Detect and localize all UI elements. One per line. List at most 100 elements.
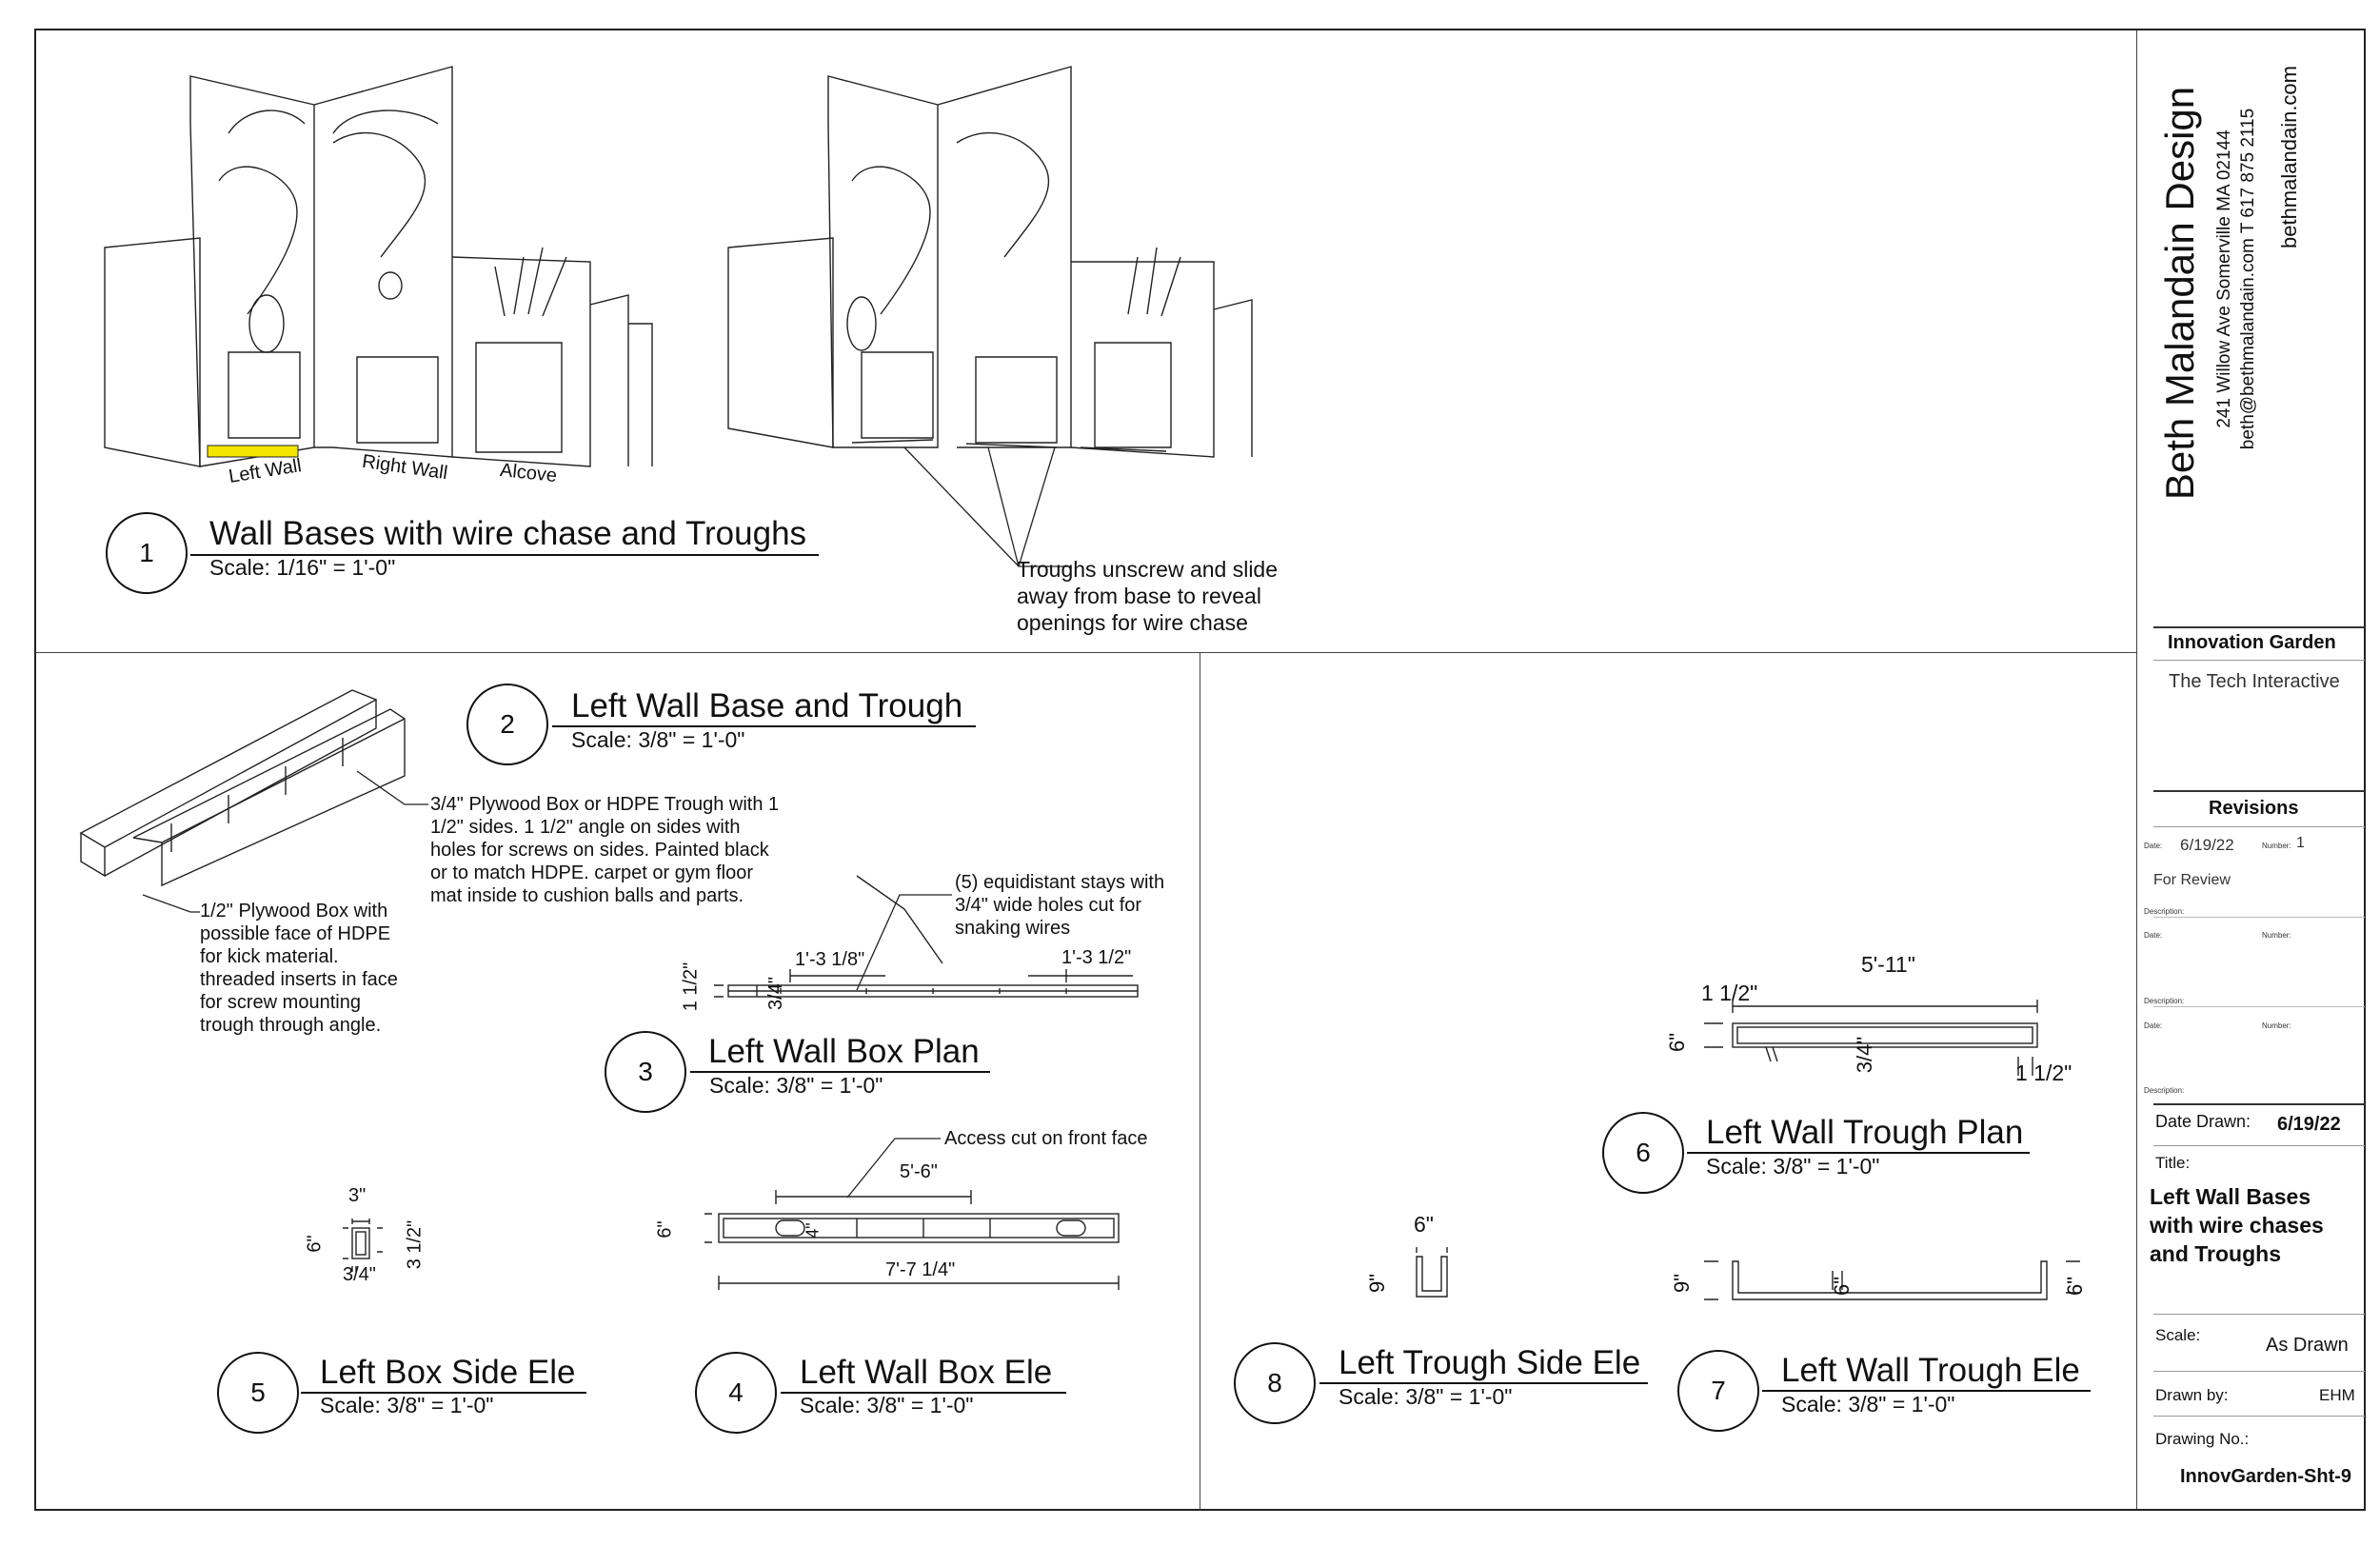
note-stays: (5) equidistant stays with 3/4" wide hol… bbox=[955, 872, 1165, 939]
project-name: Innovation Garden bbox=[2168, 632, 2336, 653]
dim-side-h: 6" bbox=[304, 1235, 326, 1253]
detail-2-underline bbox=[552, 725, 976, 727]
detail-7-number: 7 bbox=[1711, 1376, 1726, 1405]
rev-date: 6/19/22 bbox=[2180, 836, 2234, 854]
dim-box-plan-a: 1'-3 1/8" bbox=[795, 949, 865, 970]
detail-1-scale: Scale: 1/16" = 1'-0" bbox=[209, 555, 396, 580]
stays-leader bbox=[856, 894, 952, 991]
detail-2-scale: Scale: 3/8" = 1'-0" bbox=[571, 727, 745, 752]
detail-8-underline bbox=[1319, 1382, 1648, 1384]
box-elevation-drawing bbox=[704, 1190, 1120, 1290]
box-trough-isometric bbox=[79, 689, 406, 887]
dim-trough-plan-side: 1 1/2" bbox=[1701, 981, 1758, 1005]
tb-rule-3 bbox=[2153, 790, 2365, 792]
title-label: Title: bbox=[2155, 1154, 2191, 1172]
tb-rule-6 bbox=[2153, 1006, 2365, 1007]
detail-8-scale: Scale: 3/8" = 1'-0" bbox=[1339, 1384, 1513, 1409]
note-troughs: Troughs unscrew and slide away from base… bbox=[1017, 557, 1279, 635]
firm-website: bethmalandain.com bbox=[2277, 66, 2301, 249]
dim-trough-plan-h: 6" bbox=[1665, 1032, 1690, 1053]
dim-box-ele-length: 5'-6" bbox=[900, 1161, 938, 1182]
tb-rule-11 bbox=[2153, 1416, 2365, 1417]
detail-6-bubble: 6 bbox=[1602, 1112, 1684, 1194]
number-label-3: Number: bbox=[2262, 1021, 2291, 1030]
date-drawn: 6/19/22 bbox=[2277, 1114, 2341, 1135]
scale-label: Scale: bbox=[2155, 1326, 2201, 1344]
note-half-plywood: 1/2" Plywood Box with possible face of H… bbox=[200, 901, 398, 1036]
drawn-by-label: Drawn by: bbox=[2155, 1386, 2229, 1404]
trough-elevation-drawing bbox=[1704, 1260, 2080, 1300]
detail-4-title: Left Wall Box Ele bbox=[800, 1354, 1053, 1391]
tb-rule-4 bbox=[2153, 826, 2365, 827]
tb-rule-8 bbox=[2153, 1145, 2365, 1146]
dim-trough-plan-t: 3/4" bbox=[1853, 1036, 1877, 1074]
tb-rule-1 bbox=[2153, 626, 2365, 628]
detail-5-scale: Scale: 3/8" = 1'-0" bbox=[320, 1393, 494, 1417]
detail-4-underline bbox=[781, 1392, 1066, 1394]
revisions-heading: Revisions bbox=[2209, 798, 2299, 819]
dim-box-plan-d: 3/4" bbox=[764, 977, 786, 1010]
wall-bases-perspective-right bbox=[727, 66, 1253, 458]
dim-box-plan-b: 1'-3 1/2" bbox=[1061, 947, 1132, 968]
detail-7-bubble: 7 bbox=[1677, 1350, 1759, 1432]
detail-4-scale: Scale: 3/8" = 1'-0" bbox=[800, 1393, 974, 1417]
detail-1-title: Wall Bases with wire chase and Troughs bbox=[209, 515, 807, 552]
detail-6-scale: Scale: 3/8" = 1'-0" bbox=[1706, 1154, 1880, 1179]
firm-name: Beth Malandain Design bbox=[2157, 86, 2202, 501]
dim-trough-plan-r: 1 1/2" bbox=[2015, 1060, 2073, 1085]
note-plywood-box: 3/4" Plywood Box or HDPE Trough with 1 1… bbox=[430, 794, 780, 906]
wall-bases-perspective-left bbox=[104, 66, 653, 467]
trough-side-drawing bbox=[1416, 1247, 1448, 1298]
detail-4-number: 4 bbox=[728, 1378, 744, 1407]
desc-label-3: Description: bbox=[2144, 1086, 2185, 1095]
drawing-no: InnovGarden-Sht-9 bbox=[2180, 1466, 2352, 1487]
client-name: The Tech Interactive bbox=[2169, 671, 2340, 692]
title-block-firm-group: Beth Malandain Design 241 Willow Ave Som… bbox=[2157, 57, 2351, 533]
dim-side-w: 3" bbox=[348, 1185, 367, 1206]
sheet-border bbox=[34, 29, 2366, 1511]
detail-6-underline bbox=[1687, 1152, 2030, 1154]
detail-8-bubble: 8 bbox=[1234, 1342, 1316, 1424]
detail-6-title: Left Wall Trough Plan bbox=[1706, 1114, 2024, 1151]
detail-7-underline bbox=[1762, 1390, 2091, 1392]
note-access-cut: Access cut on front face bbox=[944, 1128, 1148, 1149]
box-plan-drawing bbox=[714, 875, 1139, 998]
trough-plan-drawing bbox=[1704, 1000, 2038, 1076]
detail-5-underline bbox=[301, 1392, 586, 1394]
tb-rule-5 bbox=[2153, 917, 2365, 918]
detail-8-title: Left Trough Side Ele bbox=[1339, 1344, 1641, 1381]
dim-box-plan-c: 1 1/2" bbox=[680, 961, 702, 1012]
dim-trough-ele-r: 6" bbox=[2063, 1276, 2088, 1297]
desc-label-2: Description: bbox=[2144, 997, 2185, 1005]
dim-trough-ele-h: 9" bbox=[1670, 1273, 1695, 1294]
rev-date-label: Date: bbox=[2144, 842, 2163, 850]
title-block-divider bbox=[2136, 30, 2137, 1509]
dim-box-ele-inner: 4" bbox=[803, 1222, 823, 1239]
detail-2-leaders bbox=[142, 770, 428, 913]
date-label-2: Date: bbox=[2144, 931, 2163, 940]
detail-3-underline bbox=[690, 1071, 990, 1073]
number-label-2: Number: bbox=[2262, 931, 2291, 940]
rev-number-label: Number: bbox=[2262, 842, 2291, 850]
detail-1-number: 1 bbox=[139, 538, 154, 567]
detail-1-underline bbox=[190, 554, 819, 556]
desc-label-1: Description: bbox=[2144, 907, 2185, 916]
date-drawn-label: Date Drawn: bbox=[2155, 1112, 2251, 1131]
detail-7-title: Left Wall Trough Ele bbox=[1781, 1352, 2080, 1389]
scale-value: As Drawn bbox=[2266, 1335, 2349, 1356]
tb-rule-10 bbox=[2153, 1371, 2365, 1372]
panel-divider-horizontal bbox=[35, 652, 2136, 653]
dim-trough-plan-len: 5'-11" bbox=[1861, 952, 1915, 977]
left-wall-base-highlight bbox=[207, 445, 299, 458]
firm-address: 241 Willow Ave Somerville MA 02144 bbox=[2214, 129, 2234, 428]
date-label-3: Date: bbox=[2144, 1021, 2163, 1030]
rev-description: For Review bbox=[2153, 872, 2231, 888]
detail-5-title: Left Box Side Ele bbox=[320, 1354, 576, 1391]
detail-2-bubble: 2 bbox=[466, 684, 548, 765]
tb-rule-9 bbox=[2153, 1314, 2365, 1315]
detail-1-bubble: 1 bbox=[106, 512, 188, 594]
detail-3-scale: Scale: 3/8" = 1'-0" bbox=[709, 1073, 883, 1098]
detail-7-scale: Scale: 3/8" = 1'-0" bbox=[1781, 1392, 1955, 1417]
detail-5-number: 5 bbox=[250, 1378, 266, 1407]
box-side-drawing bbox=[343, 1219, 383, 1272]
